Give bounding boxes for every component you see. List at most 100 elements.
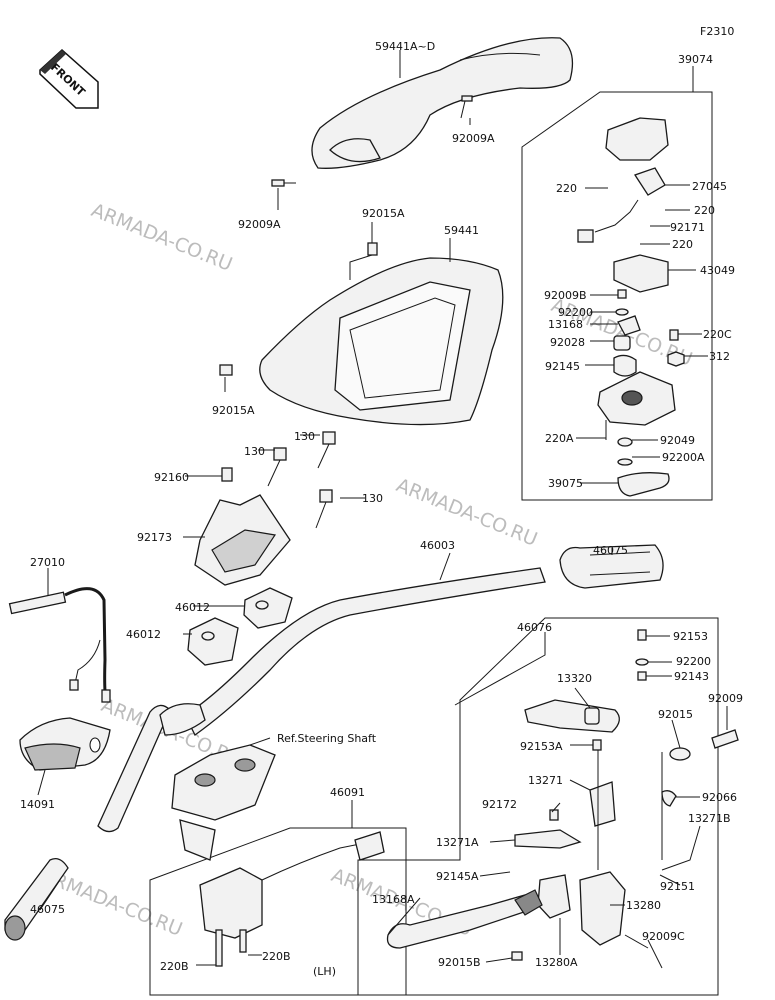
part-number-label: 39075 [548,477,583,490]
lh-switch-box [149,827,407,996]
bolt-92009c [647,939,663,969]
collar-92015a-lower [219,364,233,376]
part-number-label: 92066 [702,791,737,804]
part-number-label: 43049 [700,264,735,277]
lever-13320 [524,699,620,733]
part-number-label: 13168 [548,318,583,331]
part-number-label: 13320 [557,672,592,685]
part-number-label: 92171 [670,221,705,234]
nut-92015b [511,951,523,961]
part-number-label: 46012 [175,601,210,614]
lh-switch-46091 [199,831,385,967]
part-number-label: 92173 [137,531,172,544]
part-number-label: 46076 [517,621,552,634]
lever-assembly-box [357,617,719,996]
part-number-label: 92015B [438,956,481,969]
part-number-label: 46091 [330,786,365,799]
part-number-label: 92049 [660,434,695,447]
part-number-label: 220B [160,960,189,973]
leader-lines [37,50,728,966]
grip-46075-right [559,544,664,589]
part-number-label: 92015A [362,207,405,220]
part-number-label: 92200 [558,306,593,319]
part-number-label: 220 [672,238,693,251]
part-number-label: 92153A [520,740,563,753]
part-number-label: 92009B [544,289,587,302]
part-number-label: 46075 [30,903,65,916]
lever-13168a [386,889,543,949]
throttle-housing-lower [597,371,676,466]
part-number-label: 92009C [642,930,685,943]
switch-assembly-box [521,91,713,501]
cover-43049 [613,254,669,293]
part-number-label: 130 [294,430,315,443]
part-number-label: 220 [694,204,715,217]
switch-small-parts [613,289,685,377]
part-number-label: 13271A [436,836,479,849]
part-number-label: 46012 [126,628,161,641]
part-number-label: 14091 [20,798,55,811]
part-number-label: 92143 [674,670,709,683]
lever-cover-14091 [19,717,111,771]
part-number-label: 92200A [662,451,705,464]
reference-label: Ref.Steering Shaft [277,732,377,745]
switch-housing-upper [577,117,669,243]
part-number-label: 92145 [545,360,580,373]
switch-13280 [537,871,626,946]
part-number-label: 92009A [452,132,495,145]
lh-label: (LH) [313,965,336,978]
handlebar-cover-upper [311,37,574,169]
part-number-label: 92028 [550,336,585,349]
watermark-text: ARMADA-CO.RU [393,474,540,551]
part-number-label: 92151 [660,880,695,893]
part-number-label: 92145A [436,870,479,883]
part-number-label: 92160 [154,471,189,484]
part-number-label: 220 [556,182,577,195]
watermark-text: ARMADA-CO.RU [88,199,235,276]
part-number-label: 130 [362,492,383,505]
part-number-label: 59441A~D [375,40,435,53]
bracket-92173 [194,494,291,586]
part-number-label: 13168A [372,893,415,906]
collar-92015a-upper [367,242,378,256]
steering-clamp [171,744,276,861]
part-number-label: 220C [703,328,732,341]
part-number-label: 92009 [708,692,743,705]
lever-39075 [617,472,670,497]
part-number-label: 92153 [673,630,708,643]
figure-code: F2310 [700,25,734,38]
part-number-label: 92172 [482,798,517,811]
holder-46012-lower [187,617,239,666]
bolt-92009a-upper [460,95,473,119]
holder-46012-upper [243,587,293,629]
part-number-label: 59441 [444,224,479,237]
part-number-label: 220B [262,950,291,963]
front-arrow-icon: FRONT [39,48,99,109]
part-number-label: 27045 [692,180,727,193]
part-number-label: 46003 [420,539,455,552]
bolts-130 [267,431,336,529]
part-number-label: 13271B [688,812,731,825]
throttle-cable [8,587,111,703]
part-number-label: 220A [545,432,574,445]
part-number-label: 92015A [212,404,255,417]
handlebar-46003 [97,567,546,833]
meter-housing [259,257,504,426]
bolt-92009a-lower [271,179,296,187]
part-number-label: 27010 [30,556,65,569]
part-number-label: 39074 [678,53,713,66]
part-number-label: 92200 [676,655,711,668]
part-number-label: 312 [709,350,730,363]
collar-92160 [221,467,233,482]
part-number-label: 92009A [238,218,281,231]
part-number-label: 130 [244,445,265,458]
part-number-label: 92015 [658,708,693,721]
part-number-label: 13280A [535,956,578,969]
grip-46075-left [4,857,69,941]
part-number-label: 13280 [626,899,661,912]
part-number-label: 13271 [528,774,563,787]
part-number-label: 46075 [593,544,628,557]
part-labels: 59441A~D 92009A 92009A 92015A 59441 92015A 130… [20,40,743,973]
